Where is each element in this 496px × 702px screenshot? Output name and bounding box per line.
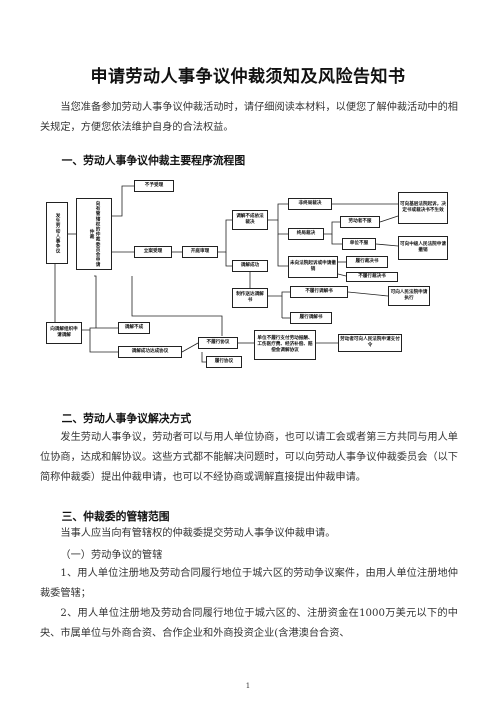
node-non-final-award: 非终局裁决 bbox=[288, 198, 332, 210]
node-dispute-arises: 发生劳动人事争议 bbox=[46, 202, 68, 264]
node-hearing: 开庭审理 bbox=[182, 246, 218, 258]
node-worker-objects: 劳动者不服 bbox=[340, 216, 380, 228]
item-2: 2、用人单位注册地及劳动合同履行地位于城六区的、注册资金在1000万美元以下的中… bbox=[40, 608, 458, 639]
node-perform-agreement: 履行协议 bbox=[206, 356, 242, 368]
node-perform-award: 履行裁决书 bbox=[346, 256, 388, 268]
node-final-award: 终局裁决 bbox=[288, 228, 324, 240]
section-1-heading: 一、劳动人事争议仲裁主要程序流程图 bbox=[61, 154, 246, 167]
node-employer-objects: 单位不服 bbox=[342, 238, 376, 250]
node-no-lawsuit: 未向法院起诉或申请撤销 bbox=[288, 256, 338, 278]
node-mediation-failed-award: 调解不成依法裁决 bbox=[232, 210, 268, 230]
node-org-agreement: 调解成功达成协议 bbox=[118, 346, 182, 358]
item-1: 1、用人单位注册地及劳动合同履行地位于城六区的劳动争议案件，由用人单位注册地仲裁… bbox=[40, 568, 458, 599]
intro-paragraph: 当您准备参加劳动人事争议仲裁活动时，请仔细阅读本材料，以便您了解仲裁活动中的相关… bbox=[40, 102, 458, 133]
node-case-accepted: 立案受理 bbox=[134, 246, 172, 258]
flowchart-connectors bbox=[54, 185, 399, 363]
section-2-paragraph: 发生劳动人事争议，劳动者可以与用人单位协商，也可以请工会或者第三方共同与用人单位… bbox=[40, 432, 458, 483]
subsection-1-heading: （一）劳动争议的管辖 bbox=[60, 550, 163, 561]
node-org-mediation-failed: 调解不成 bbox=[118, 322, 150, 334]
node-mediation-document: 制作送达调解书 bbox=[232, 288, 268, 308]
node-perform-mediation: 履行调解书 bbox=[290, 312, 332, 324]
node-intermediate-court: 可向中级人民法院申请撤销 bbox=[398, 236, 448, 260]
node-basic-court: 可向基层法院起诉，决定书或裁决书不生效 bbox=[398, 192, 448, 224]
page-number: 1 bbox=[245, 682, 251, 690]
node-not-perform-agreement: 不履行协议 bbox=[198, 337, 238, 349]
node-org-mediation: 向调解组织申请调解 bbox=[46, 322, 82, 344]
page-title: 申请劳动人事争议仲裁须知及风险告知书 bbox=[90, 67, 406, 87]
node-mediation-success: 调解成功 bbox=[232, 260, 268, 272]
section-3-heading: 三、仲裁委的管辖范围 bbox=[61, 510, 170, 523]
node-not-perform-award: 不履行裁决书 bbox=[346, 272, 398, 282]
node-employer-no-pay: 单位不履行支付劳动报酬、工伤医疗费、经济补偿、赔偿金调解协议 bbox=[254, 330, 316, 360]
section-3-paragraph: 当事人应当向有管辖权的仲裁委提交劳动人事争议仲裁申请。 bbox=[60, 528, 336, 539]
node-not-accepted: 不予受理 bbox=[134, 180, 174, 192]
node-not-perform-mediation: 不履行调解书 bbox=[290, 286, 348, 298]
node-payment-order: 劳动者可向人民法院申请支付令 bbox=[338, 334, 402, 352]
node-apply-arbitration: 向有管辖权的仲裁委员会申请仲裁 bbox=[76, 198, 112, 270]
procedure-flowchart: 发生劳动人事争议 向有管辖权的仲裁委员会申请仲裁 不予受理 立案受理 开庭审理 … bbox=[42, 176, 454, 376]
node-court-enforcement: 可向人民法院申请执行 bbox=[388, 286, 430, 306]
section-2-heading: 二、劳动人事争议解决方式 bbox=[61, 412, 192, 425]
